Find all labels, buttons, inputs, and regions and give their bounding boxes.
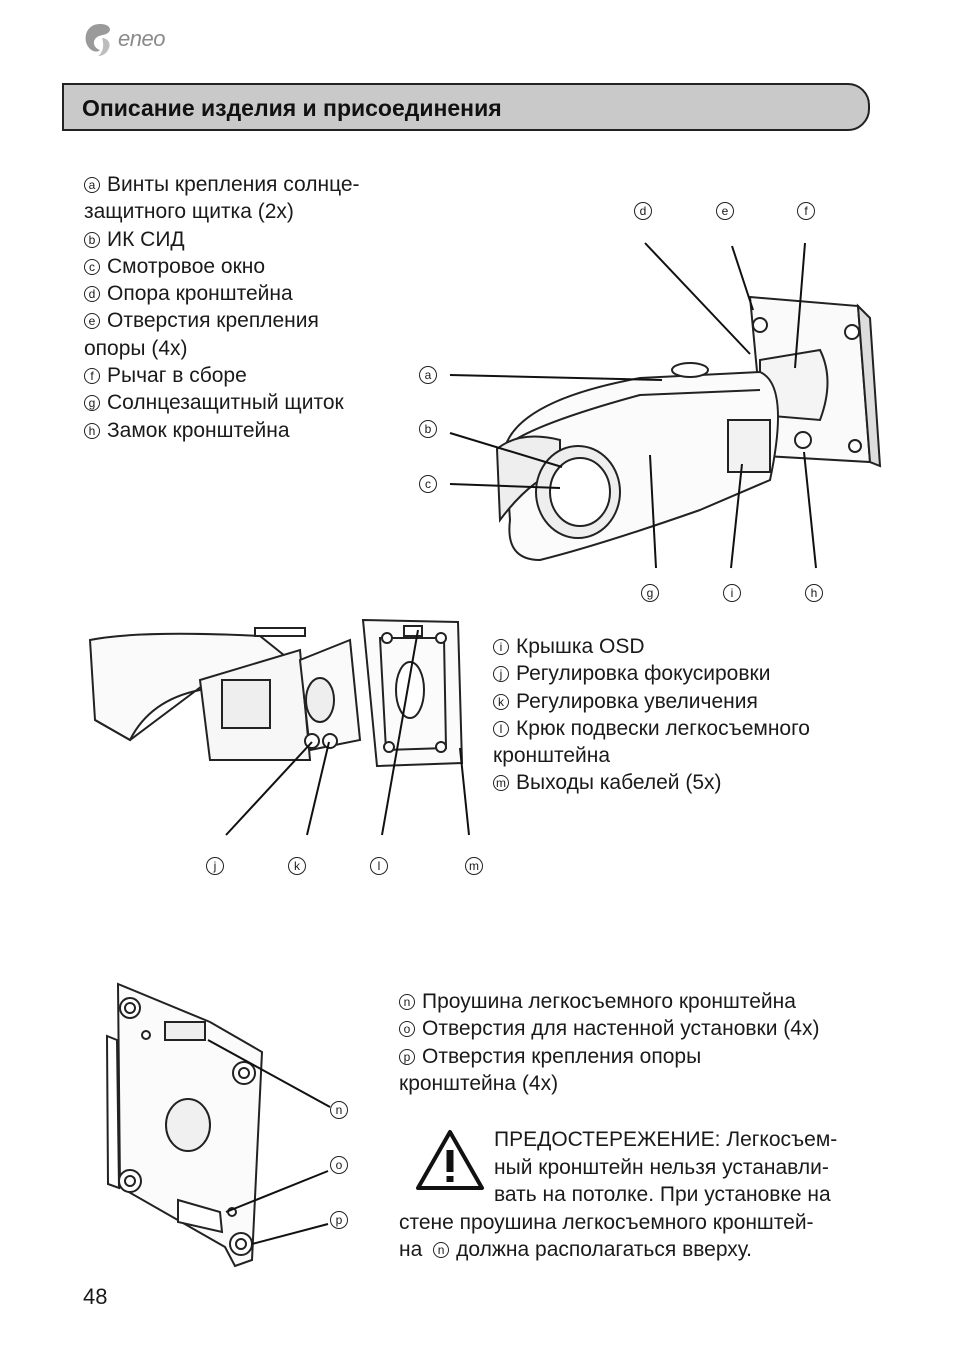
warning-text-bottom: стене проушина легкосъемного кронштей- н… bbox=[399, 1209, 814, 1264]
list-item: j Регулировка фокусировки bbox=[493, 660, 810, 687]
list-item: a Винты крепления солнце- bbox=[84, 171, 360, 198]
ref-marker: m bbox=[493, 775, 509, 792]
list-item-text: кронштейна bbox=[493, 744, 611, 768]
ref-marker: p bbox=[399, 1048, 415, 1065]
callout-c: c bbox=[419, 475, 437, 493]
list-item: h Замок кронштейна bbox=[84, 417, 360, 444]
ref-marker: h bbox=[84, 422, 100, 439]
list-item-text: Крюк подвески легкосъемного bbox=[516, 716, 810, 740]
list-item: o Отверстия для настенной установки (4x) bbox=[399, 1015, 819, 1042]
component-list-top: a Винты крепления солнце-защитного щитка … bbox=[84, 171, 360, 444]
list-item-text: Винты крепления солнце- bbox=[107, 173, 360, 196]
callout-n: n bbox=[330, 1101, 348, 1119]
list-item: кронштейна (4x) bbox=[399, 1070, 819, 1097]
list-item-text: Проушина легкосъемного кронштейна bbox=[422, 990, 796, 1013]
list-item-text: опоры (4x) bbox=[84, 336, 188, 360]
callout-a: a bbox=[419, 366, 437, 384]
brand-logo: eneo bbox=[80, 20, 190, 60]
warning-text-top: ПРЕДОСТЕРЕЖЕНИЕ: Легкосъем- ный кронштей… bbox=[494, 1126, 837, 1209]
list-item: l Крюк подвески легкосъемного bbox=[493, 715, 810, 742]
list-item-text: Смотровое окно bbox=[107, 254, 266, 278]
list-item-text: Регулировка фокусировки bbox=[516, 662, 771, 686]
warning-text-fragment: на bbox=[399, 1238, 423, 1261]
list-item: c Смотровое окно bbox=[84, 253, 360, 280]
list-item: p Отверстия крепления опоры bbox=[399, 1043, 819, 1070]
mounting-plate-view bbox=[105, 982, 264, 1268]
ref-marker: o bbox=[399, 1021, 415, 1038]
list-item: g Солнцезащитный щиток bbox=[84, 389, 360, 416]
warning-line: ный кронштейн нельзя устанавли- bbox=[494, 1155, 829, 1179]
callout-d: d bbox=[634, 202, 652, 220]
list-item: b ИК СИД bbox=[84, 226, 360, 253]
list-item-text: Крышка OSD bbox=[516, 635, 645, 658]
list-item-text: Рычаг в сборе bbox=[107, 364, 247, 388]
callout-o: o bbox=[330, 1156, 348, 1174]
callout-g: g bbox=[641, 584, 659, 602]
list-item-text: защитного щитка (2x) bbox=[84, 200, 294, 224]
list-item: f Рычаг в сборе bbox=[84, 362, 360, 389]
list-item-text: кронштейна (4x) bbox=[399, 1071, 559, 1095]
ref-marker: g bbox=[84, 395, 100, 412]
warning-line: ПРЕДОСТЕРЕЖЕНИЕ: Легкосъем- bbox=[494, 1128, 838, 1151]
component-list-middle: i Крышка OSD j Регулировка фокусировки k Регу… bbox=[493, 633, 810, 797]
list-item-text: Опора кронштейна bbox=[107, 282, 293, 306]
ref-marker: f bbox=[84, 368, 100, 385]
list-item-text: Регулировка увеличения bbox=[516, 689, 758, 713]
ref-marker: l bbox=[493, 720, 509, 737]
callout-k: k bbox=[288, 857, 306, 875]
camera-side-view bbox=[495, 295, 882, 562]
warning-line-last: на n должна располагаться вверху. bbox=[399, 1236, 814, 1264]
list-item-text: Солнцезащитный щиток bbox=[107, 391, 344, 415]
ref-marker: c bbox=[84, 258, 100, 275]
page-number: 48 bbox=[83, 1284, 108, 1309]
list-item: i Крышка OSD bbox=[493, 633, 810, 660]
list-item-text: Отверстия крепления опоры bbox=[422, 1044, 702, 1068]
warning-text-fragment: должна располагаться вверху. bbox=[456, 1238, 753, 1261]
warning-line: стене проушина легкосъемного кронштей- bbox=[399, 1210, 814, 1234]
callout-e: e bbox=[716, 202, 734, 220]
list-item-text: Замок кронштейна bbox=[107, 418, 290, 442]
page-title: Описание изделия и присоединения bbox=[82, 95, 502, 121]
ref-marker: a bbox=[84, 177, 100, 193]
list-item: e Отверстия крепления bbox=[84, 307, 360, 334]
list-item: n Проушина легкосъемного кронштейна bbox=[399, 988, 819, 1015]
callout-f: f bbox=[797, 202, 815, 220]
ref-marker: n bbox=[433, 1242, 450, 1258]
ref-marker: e bbox=[84, 313, 100, 330]
logo-text: eneo bbox=[118, 26, 165, 51]
ref-marker: n bbox=[399, 994, 415, 1010]
callout-b: b bbox=[419, 420, 437, 438]
callout-h: h bbox=[805, 584, 823, 602]
list-item: опоры (4x) bbox=[84, 335, 360, 362]
callout-i: i bbox=[723, 584, 741, 602]
list-item-text: Отверстия для настенной установки (4x) bbox=[422, 1017, 820, 1041]
callout-m: m bbox=[465, 857, 483, 875]
list-item: k Регулировка увеличения bbox=[493, 688, 810, 715]
callout-l: l bbox=[370, 857, 388, 875]
list-item-text: Выходы кабелей (5x) bbox=[516, 771, 722, 795]
ref-marker: i bbox=[493, 639, 509, 655]
list-item-text: Отверстия крепления bbox=[107, 309, 319, 333]
list-item-text: ИК СИД bbox=[107, 227, 185, 251]
callout-p: p bbox=[330, 1211, 348, 1229]
ref-marker: b bbox=[84, 231, 100, 248]
section-header-bar: Описание изделия и присоединения bbox=[62, 83, 870, 131]
logo-mark-icon bbox=[85, 24, 110, 56]
list-item: m Выходы кабелей (5x) bbox=[493, 769, 810, 796]
list-item: кронштейна bbox=[493, 742, 810, 769]
ref-marker: j bbox=[493, 666, 509, 683]
ref-marker: d bbox=[84, 286, 100, 303]
camera-rear-view bbox=[88, 618, 464, 768]
ref-marker: k bbox=[493, 693, 509, 710]
warning-line: вать на потолке. При установке на bbox=[494, 1183, 831, 1206]
list-item: защитного щитка (2x) bbox=[84, 198, 360, 225]
callout-j: j bbox=[206, 857, 224, 875]
warning-icon bbox=[414, 1128, 486, 1197]
list-item: d Опора кронштейна bbox=[84, 280, 360, 307]
